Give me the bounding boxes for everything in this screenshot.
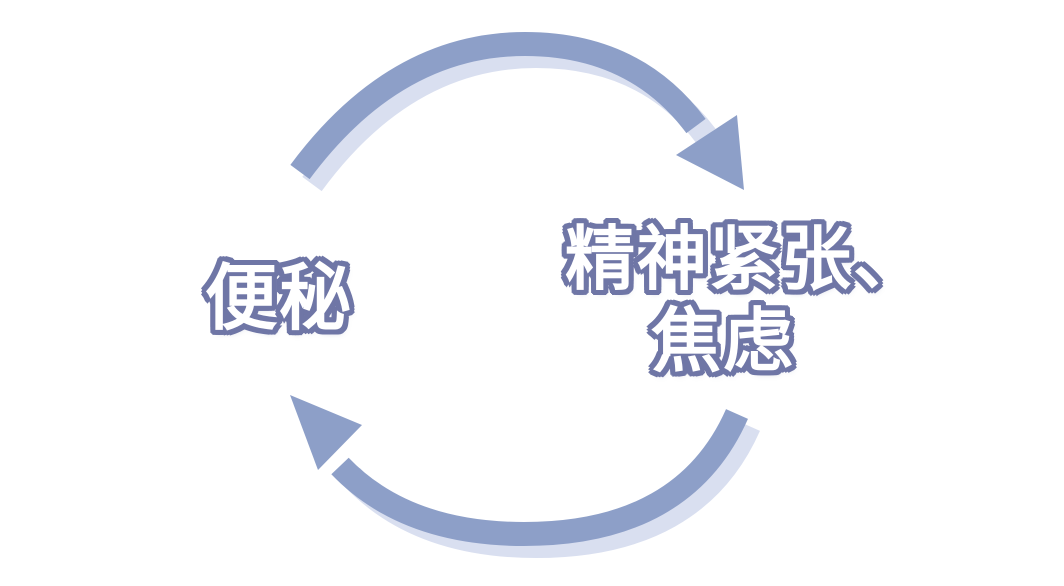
arrowhead-top [676, 115, 744, 190]
arrowhead-bottom [290, 395, 362, 470]
node-anxiety-line2: 焦虑 [651, 300, 795, 382]
node-anxiety: 精神紧张、 焦虑 [565, 218, 925, 382]
arrow-top [290, 31, 744, 192]
node-anxiety-line1: 精神紧张、 [565, 218, 925, 300]
arrow-bottom [290, 395, 760, 559]
node-constipation: 便秘 [205, 256, 354, 340]
